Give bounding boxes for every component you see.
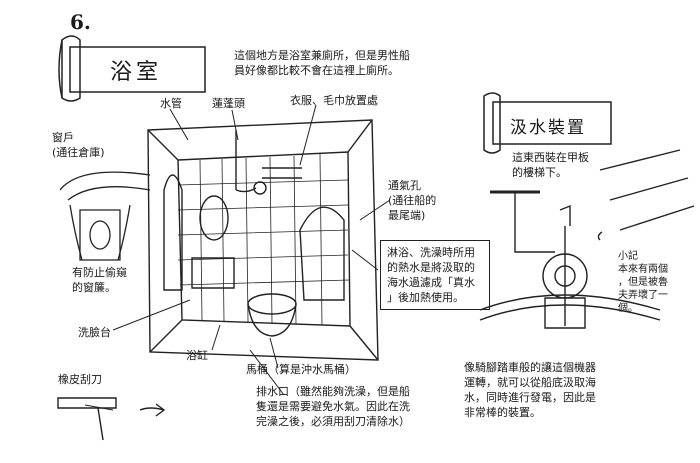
label-window: 窗戶 (通往倉庫) xyxy=(52,131,105,159)
pump-intro: 這東西裝在甲板 的樓梯下。 xyxy=(512,151,589,179)
bathroom-title: 浴室 xyxy=(110,60,163,85)
pump-bottom-note: 像騎腳踏車般的讓這個機器 運轉，就可以從船底汲取海 水，同時進行發電，因此是 非… xyxy=(464,361,596,419)
bathroom-intro: 這個地方是浴室兼廁所，但是男性船 員好像都比較不會在這裡上廁所。 xyxy=(234,49,410,77)
title-scroll-right xyxy=(483,92,612,154)
title-scroll-left xyxy=(58,35,206,102)
leader-lines xyxy=(84,104,391,411)
label-toilet: 馬桶（算是沖水馬桶） xyxy=(246,363,356,376)
label-squeegee: 橡皮刮刀 xyxy=(58,373,102,386)
window-drawing xyxy=(59,171,151,261)
label-curtain: 有防止偷窺 的窗簾。 xyxy=(72,266,127,294)
label-clothes-shelf: 衣服、毛巾放置處 xyxy=(290,94,378,107)
pump-title: 汲水裝置 xyxy=(510,118,586,138)
bathroom-drawing xyxy=(147,119,379,361)
hot-water-note: 淋浴、洗澡時所用 的熱水是將汲取的 海水過濾成「真水 」後加熱使用。 xyxy=(380,240,490,310)
squeegee-drawing xyxy=(57,397,166,441)
label-bathtub: 浴缸 xyxy=(186,349,208,362)
label-drain: 排水口（雖然能夠洗澡，但是船 隻還是需要避免水氣。因此在洗 完澡之後，必須用刮刀… xyxy=(256,385,410,428)
label-shower-head: 蓮蓬頭 xyxy=(212,97,245,110)
pump-memo: 小記 本來有兩個 ，但是被魯 夫弄壞了一 個。 xyxy=(618,251,668,314)
pump-drawing xyxy=(479,149,695,329)
section-number: 6. xyxy=(70,10,91,34)
label-vent: 通氣孔 (通往船的 最尾端) xyxy=(388,179,437,222)
label-water-pipe: 水管 xyxy=(160,97,182,110)
label-washbasin: 洗臉台 xyxy=(78,326,111,339)
